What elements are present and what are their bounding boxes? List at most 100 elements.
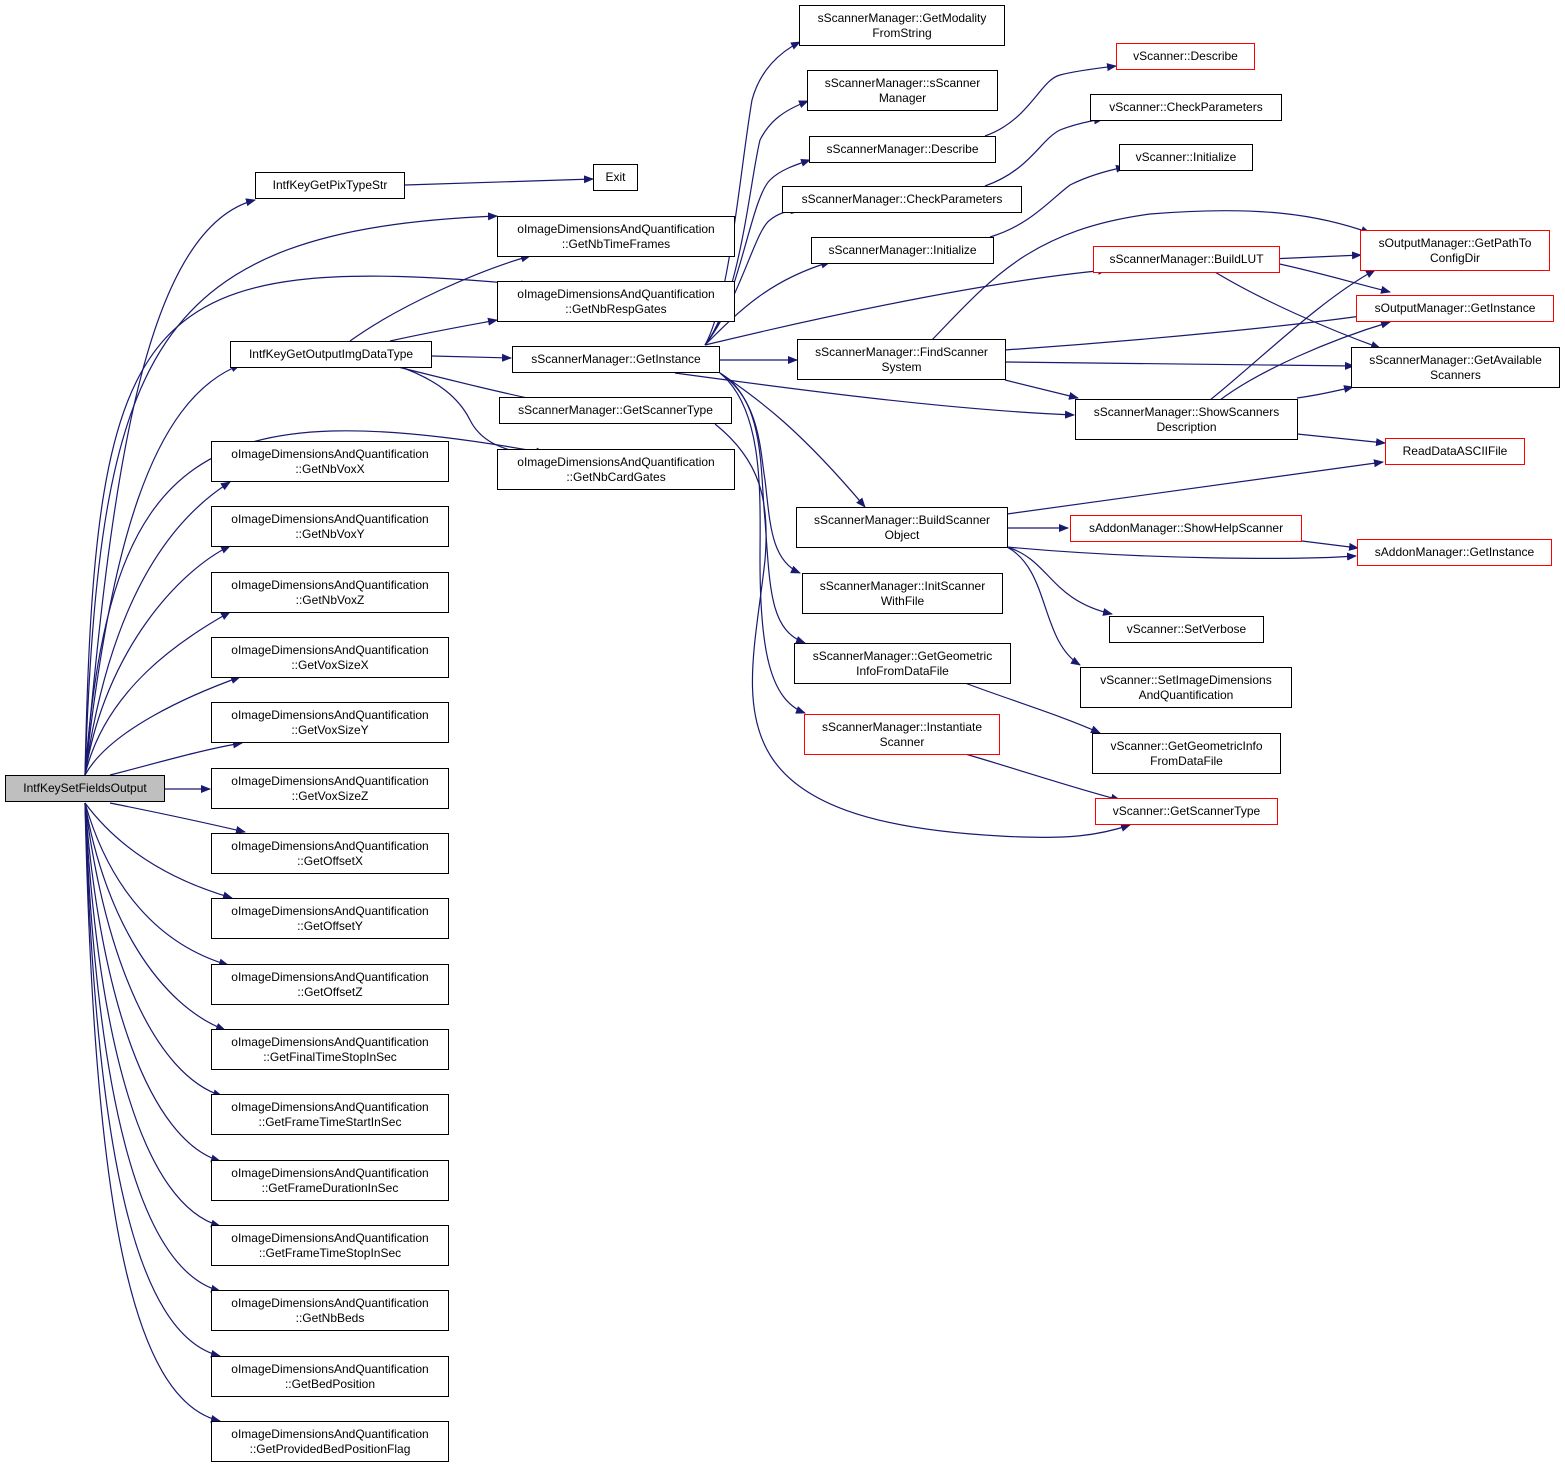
- node-getnbrespgates[interactable]: oImageDimensionsAndQuantification::GetNb…: [497, 281, 735, 322]
- node-getnbbeds[interactable]: oImageDimensionsAndQuantification::GetNb…: [211, 1290, 449, 1331]
- node-saddonmanager-getinstance[interactable]: sAddonManager::GetInstance: [1357, 539, 1552, 566]
- node-vscanner-setverbose[interactable]: vScanner::SetVerbose: [1109, 616, 1264, 643]
- edge: [1004, 379, 1079, 400]
- edge: [349, 254, 531, 342]
- edge: [704, 266, 1108, 346]
- node-getnbvoxy[interactable]: oImageDimensionsAndQuantification::GetNb…: [211, 506, 449, 547]
- edge: [84, 364, 241, 776]
- node-sscannermanager-checkparameters[interactable]: sScannerManager::CheckParameters: [782, 186, 1022, 213]
- node-getframedurationinsec[interactable]: oImageDimensionsAndQuantification::GetFr…: [211, 1160, 449, 1201]
- edge: [84, 481, 231, 776]
- node-vscanner-initialize[interactable]: vScanner::Initialize: [1119, 144, 1253, 171]
- edge: [84, 198, 256, 776]
- edge: [109, 802, 246, 834]
- edge: [84, 611, 231, 776]
- edge: [714, 423, 1131, 838]
- edge: [1296, 433, 1386, 447]
- edge: [431, 353, 512, 362]
- edge: [389, 317, 498, 342]
- edge: [719, 372, 866, 508]
- edge: [989, 164, 1126, 238]
- edge: [961, 752, 1121, 802]
- edge: [84, 802, 221, 1228]
- edge: [84, 802, 223, 1098]
- node-sscannermanager-getscannertype[interactable]: sScannerManager::GetScannerType: [499, 397, 732, 424]
- edge: [84, 676, 241, 776]
- edge: [1006, 459, 1384, 515]
- edge: [1296, 385, 1354, 399]
- node-getnbcardgates[interactable]: oImageDimensionsAndQuantification::GetNb…: [497, 449, 735, 490]
- edge: [394, 364, 531, 457]
- node-sscannermanager-describe[interactable]: sScannerManager::Describe: [809, 136, 996, 163]
- node-getoffsetz[interactable]: oImageDimensionsAndQuantification::GetOf…: [211, 964, 449, 1005]
- edge: [84, 430, 546, 776]
- node-getvoxsizey[interactable]: oImageDimensionsAndQuantification::GetVo…: [211, 702, 449, 743]
- edge: [84, 802, 233, 900]
- node-getnbvoxz[interactable]: oImageDimensionsAndQuantification::GetNb…: [211, 572, 449, 613]
- node-intfkeygetoutputimgdatatype[interactable]: IntfKeyGetOutputImgDataType: [230, 341, 432, 368]
- node-getoffsetx[interactable]: oImageDimensionsAndQuantification::GetOf…: [211, 833, 449, 874]
- node-getprovidedbedpositionflag[interactable]: oImageDimensionsAndQuantification::GetPr…: [211, 1421, 449, 1462]
- node-getnbvoxx[interactable]: oImageDimensionsAndQuantification::GetNb…: [211, 441, 449, 482]
- edge: [704, 260, 831, 346]
- edge: [1006, 546, 1081, 666]
- edge: [1301, 540, 1359, 551]
- node-soutputmanager-getinstance[interactable]: sOutputManager::GetInstance: [1356, 295, 1554, 322]
- node-getfinaltimestopinsec[interactable]: oImageDimensionsAndQuantification::GetFi…: [211, 1029, 449, 1070]
- edge: [84, 802, 229, 967]
- edge: [84, 802, 221, 1423]
- edge: [984, 63, 1117, 137]
- edge: [84, 802, 221, 1293]
- node-getbedposition[interactable]: oImageDimensionsAndQuantification::GetBe…: [211, 1356, 449, 1397]
- node-getframetimestartinsec[interactable]: oImageDimensionsAndQuantification::GetFr…: [211, 1094, 449, 1135]
- node-intfkeygetpixtypestr[interactable]: IntfKeyGetPixTypeStr: [255, 172, 405, 199]
- node-getoffsety[interactable]: oImageDimensionsAndQuantification::GetOf…: [211, 898, 449, 939]
- node-getvoxsizez[interactable]: oImageDimensionsAndQuantification::GetVo…: [211, 768, 449, 809]
- node-vscanner-getscannertype[interactable]: vScanner::GetScannerType: [1095, 798, 1278, 825]
- node-getvoxsizex[interactable]: oImageDimensionsAndQuantification::GetVo…: [211, 637, 449, 678]
- edge: [984, 116, 1104, 187]
- node-showhelpscanner[interactable]: sAddonManager::ShowHelpScanner: [1070, 515, 1302, 542]
- edge: [109, 740, 243, 776]
- edge: [1004, 312, 1369, 351]
- edge: [84, 212, 498, 776]
- edge: [929, 210, 1371, 343]
- node-vscanner-describe[interactable]: vScanner::Describe: [1116, 43, 1255, 70]
- node-intfkeysetfieldsoutput: IntfKeySetFieldsOutput: [5, 775, 165, 802]
- node-sscannermanager-getinstance[interactable]: sScannerManager::GetInstance: [512, 346, 720, 373]
- node-getframetimestopinsec[interactable]: oImageDimensionsAndQuantification::GetFr…: [211, 1225, 449, 1266]
- node-buildlut[interactable]: sScannerManager::BuildLUT: [1093, 246, 1280, 273]
- node-vscanner-checkparameters[interactable]: vScanner::CheckParameters: [1090, 94, 1282, 121]
- node-readdataasciifile[interactable]: ReadDataASCIIFile: [1385, 438, 1525, 465]
- node-getnbtimeframes[interactable]: oImageDimensionsAndQuantification::GetNb…: [497, 216, 735, 257]
- edge: [1006, 546, 1357, 561]
- edge: [719, 372, 806, 714]
- node-sscannermanager-initialize[interactable]: sScannerManager::Initialize: [811, 237, 994, 264]
- edge: [1209, 269, 1376, 401]
- edge: [404, 175, 594, 186]
- edge: [84, 802, 226, 1031]
- edge: [1209, 268, 1381, 349]
- edge: [84, 275, 531, 776]
- edge: [719, 372, 806, 644]
- node-exit[interactable]: Exit: [593, 164, 638, 191]
- edge: [84, 802, 221, 1358]
- edge: [84, 802, 221, 1163]
- edge: [1219, 320, 1391, 401]
- edge: [84, 545, 231, 776]
- edge: [1004, 361, 1355, 370]
